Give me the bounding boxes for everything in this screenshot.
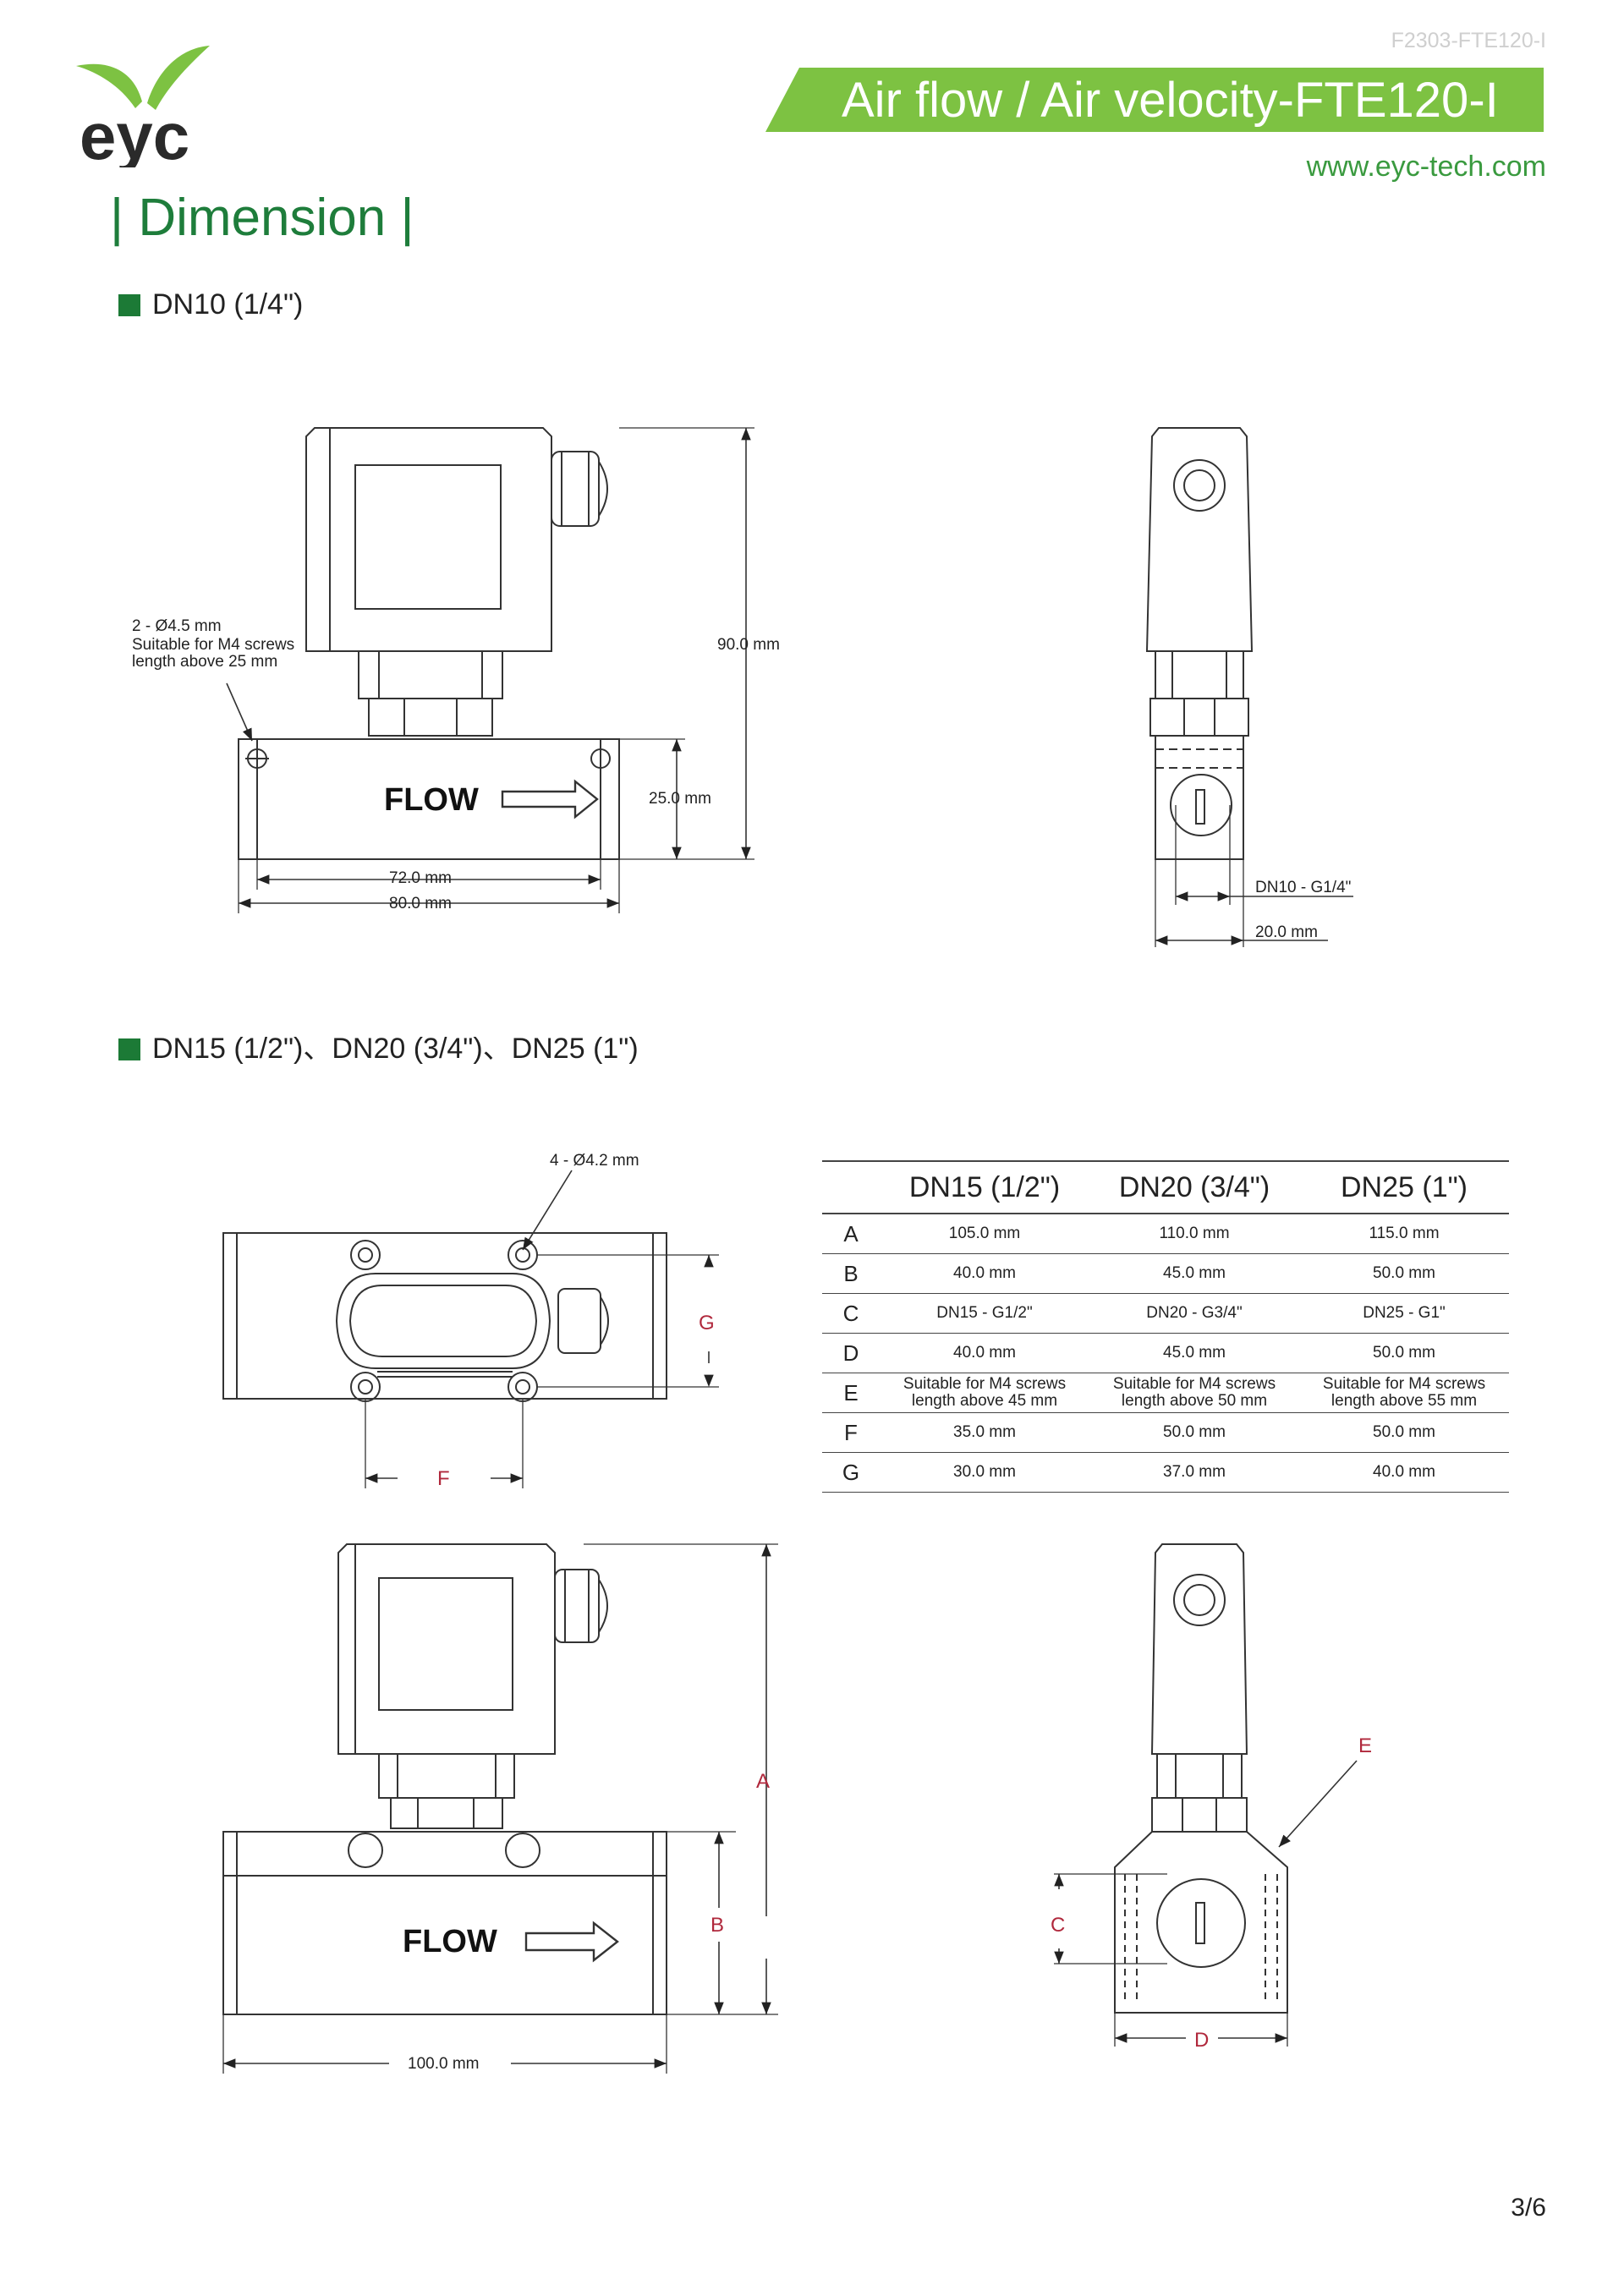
- row-label: C: [822, 1293, 880, 1334]
- row-label: G: [822, 1452, 880, 1493]
- dim-letter-f: F: [437, 1467, 450, 1490]
- table-cell: 37.0 mm: [1089, 1452, 1299, 1493]
- table-cell: 50.0 mm: [1089, 1412, 1299, 1453]
- dn10-flow-label: FLOW: [384, 782, 479, 818]
- table-row: E Suitable for M4 screws length above 45…: [822, 1373, 1509, 1413]
- dn10-screw-note-1: 2 - Ø4.5 mm: [132, 617, 222, 635]
- page-number: 3/6: [1511, 2194, 1546, 2222]
- table-cell: 40.0 mm: [880, 1333, 1089, 1373]
- dn10-dim-length: 80.0 mm: [389, 895, 452, 912]
- logo-text: eyc: [80, 99, 189, 167]
- dim-letter-g: G: [699, 1312, 715, 1334]
- row-label: E: [822, 1373, 880, 1413]
- table-row: G 30.0 mm 37.0 mm 40.0 mm: [822, 1452, 1509, 1493]
- table-cell: Suitable for M4 screws length above 50 m…: [1089, 1373, 1299, 1413]
- table-cell: 50.0 mm: [1299, 1253, 1509, 1294]
- dn10-dim-height: 90.0 mm: [717, 636, 780, 654]
- table-row: C DN15 - G1/2" DN20 - G3/4" DN25 - G1": [822, 1293, 1509, 1334]
- table-cell: 35.0 mm: [880, 1412, 1089, 1453]
- row-label: A: [822, 1214, 880, 1254]
- table-cell: 50.0 mm: [1299, 1333, 1509, 1373]
- dn10-front-view: [226, 427, 754, 913]
- eyc-logo: eyc: [76, 46, 210, 167]
- row-label: F: [822, 1412, 880, 1453]
- table-cell: 50.0 mm: [1299, 1412, 1509, 1453]
- table-header-cell: DN25 (1"): [1299, 1160, 1509, 1214]
- table-cell: 105.0 mm: [880, 1214, 1089, 1254]
- table-row: B 40.0 mm 45.0 mm 50.0 mm: [822, 1253, 1509, 1294]
- dn10-dim-hole-spacing: 72.0 mm: [389, 869, 452, 887]
- table-cell: DN25 - G1": [1299, 1293, 1509, 1334]
- table-cell: Suitable for M4 screws length above 55 m…: [1299, 1373, 1509, 1413]
- product-title: Air flow / Air velocity-FTE120-I: [842, 73, 1499, 128]
- section-square-icon: [118, 1038, 140, 1060]
- dim-letter-c: C: [1051, 1914, 1065, 1937]
- section-dn15-25-title: DN15 (1/2")、DN20 (3/4")、DN25 (1"): [118, 1030, 639, 1067]
- dn10-screw-note-2: Suitable for M4 screws: [132, 636, 294, 654]
- dn10-side-view: [1145, 427, 1353, 947]
- table-cell: DN20 - G3/4": [1089, 1293, 1299, 1334]
- website-link[interactable]: www.eyc-tech.com: [1306, 151, 1546, 183]
- table-cell: 110.0 mm: [1089, 1214, 1299, 1254]
- dn15-dim-length: 100.0 mm: [408, 2055, 479, 2073]
- table-cell: 45.0 mm: [1089, 1333, 1299, 1373]
- dn15-hole-label: 4 - Ø4.2 mm: [550, 1152, 639, 1170]
- document-code: F2303-FTE120-I: [1391, 29, 1546, 52]
- table-header-cell: [822, 1160, 880, 1214]
- table-cell: 30.0 mm: [880, 1452, 1089, 1493]
- dim-letter-a: A: [756, 1770, 770, 1793]
- dn10-dim-thread: DN10 - G1/4": [1255, 879, 1351, 896]
- dim-letter-d: D: [1194, 2029, 1209, 2052]
- dimension-spec-table: DN15 (1/2") DN20 (3/4") DN25 (1") A 105.…: [822, 1160, 1509, 1493]
- table-cell: 40.0 mm: [1299, 1452, 1509, 1493]
- dn15-top-view: [222, 1170, 719, 1488]
- dn10-screw-note-3: length above 25 mm: [132, 653, 277, 671]
- dn15-side-view: [1054, 1543, 1358, 2047]
- dim-letter-e: E: [1358, 1734, 1372, 1757]
- table-cell: 45.0 mm: [1089, 1253, 1299, 1294]
- dim-letter-b: B: [710, 1914, 724, 1937]
- table-cell: DN15 - G1/2": [880, 1293, 1089, 1334]
- table-cell: 40.0 mm: [880, 1253, 1089, 1294]
- table-cell: Suitable for M4 screws length above 45 m…: [880, 1373, 1089, 1413]
- section-dn10-title: DN10 (1/4"): [118, 286, 303, 323]
- row-label: D: [822, 1333, 880, 1373]
- table-header-cell: DN20 (3/4"): [1089, 1160, 1299, 1214]
- table-header-row: DN15 (1/2") DN20 (3/4") DN25 (1"): [822, 1160, 1509, 1214]
- table-row: F 35.0 mm 50.0 mm 50.0 mm: [822, 1412, 1509, 1453]
- row-label: B: [822, 1253, 880, 1294]
- dn15-flow-label: FLOW: [403, 1924, 497, 1959]
- dn10-dim-body-height: 25.0 mm: [649, 790, 711, 808]
- section-square-icon: [118, 294, 140, 316]
- dn15-front-view: [222, 1543, 778, 2074]
- table-cell: 115.0 mm: [1299, 1214, 1509, 1254]
- table-row: A 105.0 mm 110.0 mm 115.0 mm: [822, 1214, 1509, 1254]
- dn10-dim-width: 20.0 mm: [1255, 923, 1318, 941]
- table-row: D 40.0 mm 45.0 mm 50.0 mm: [822, 1333, 1509, 1373]
- page-heading: | Dimension |: [110, 189, 414, 247]
- table-header-cell: DN15 (1/2"): [880, 1160, 1089, 1214]
- title-band: [765, 68, 1544, 132]
